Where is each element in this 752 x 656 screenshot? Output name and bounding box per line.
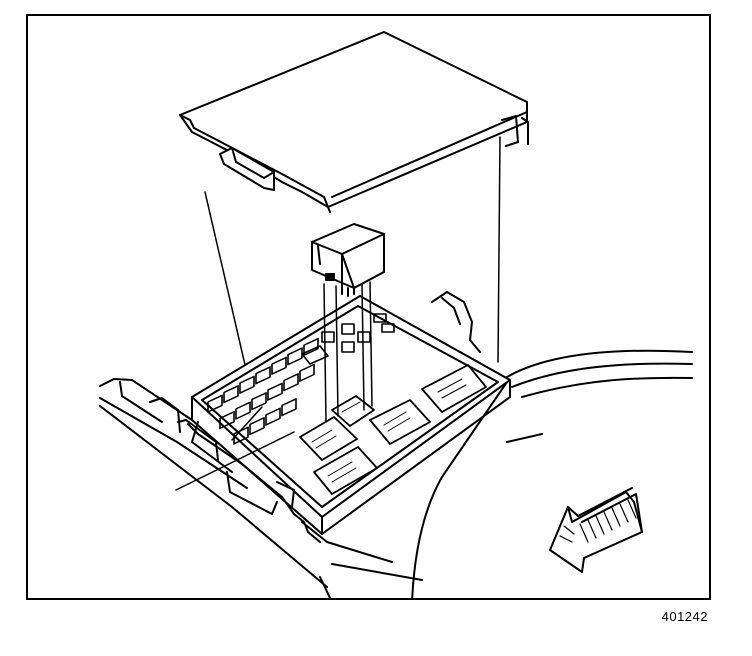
relay-socket — [369, 399, 431, 445]
relay-sockets — [299, 364, 487, 495]
fuse-block-illustration — [99, 31, 693, 598]
figure-number: 401242 — [661, 609, 708, 624]
front-direction-arrow — [549, 487, 643, 573]
relay-socket — [331, 395, 375, 427]
fuse-block-cover — [179, 31, 529, 213]
pointer-lines — [175, 406, 295, 491]
relay-socket — [313, 446, 378, 495]
illustration-frame — [26, 14, 711, 600]
socket-label-marks — [311, 378, 467, 483]
relay — [311, 223, 385, 297]
relay-leader-lines — [323, 281, 373, 423]
mini-fuse-array — [207, 313, 395, 445]
console-trim-panel — [99, 291, 693, 598]
arrow-shading — [559, 499, 637, 543]
relay-socket — [299, 416, 358, 461]
relay-socket — [421, 364, 487, 413]
